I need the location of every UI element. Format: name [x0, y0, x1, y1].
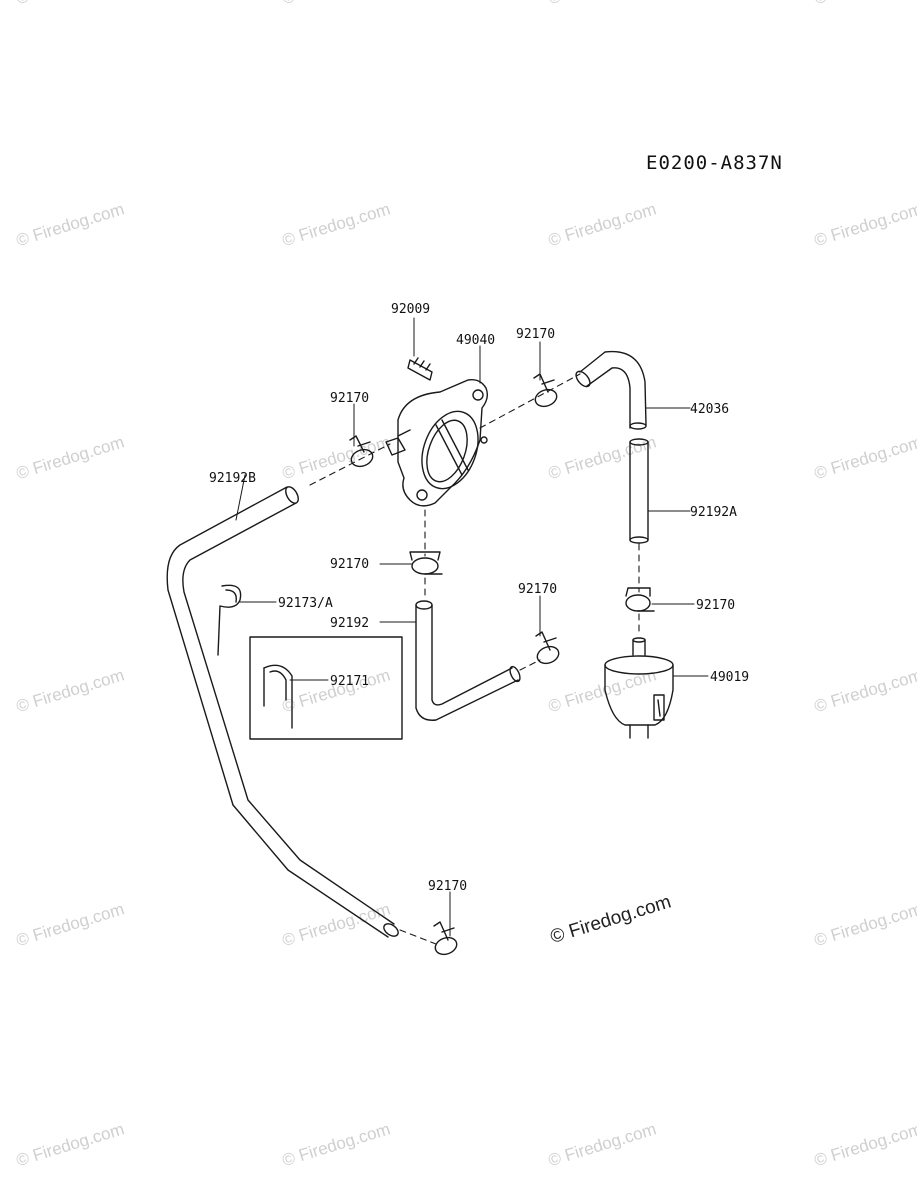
label-clamp-pump-bottom: 92170: [330, 557, 369, 572]
label-clamp-pump-inlet: 92170: [330, 391, 369, 406]
hose-elbow-top: [575, 350, 647, 430]
clamp-pump-inlet: [349, 435, 374, 468]
label-hose-l-short: 92192: [330, 616, 369, 631]
inset-frame: [249, 636, 403, 740]
label-screw: 92009: [391, 302, 430, 317]
hose-l-short: [415, 600, 521, 721]
label-clip-inset: 92171: [330, 674, 369, 689]
diagram-code: E0200-A837N: [646, 152, 783, 174]
label-clamp-l-end: 92170: [518, 582, 557, 597]
label-clip-a: 92173/A: [278, 596, 333, 611]
clip-a: [217, 584, 242, 656]
label-clamp-pump-outlet: 92170: [516, 327, 555, 342]
clamp-pump-outlet: [533, 373, 558, 408]
label-clamp-filter-top: 92170: [696, 598, 735, 613]
hose-long: [166, 486, 399, 938]
clamp-pump-bottom: [409, 551, 443, 575]
fuel-filter: [604, 637, 674, 739]
label-filter: 49019: [710, 670, 749, 685]
clip-inset: [263, 664, 293, 729]
label-pump: 49040: [456, 333, 495, 348]
label-hose-elbow-top: 42036: [690, 402, 729, 417]
label-clamp-long-end: 92170: [428, 879, 467, 894]
clamp-long-end: [433, 921, 458, 956]
clamp-l-end: [535, 631, 560, 665]
fuel-pump: [385, 357, 489, 507]
clamp-filter-top: [625, 587, 655, 612]
label-hose-long: 92192B: [209, 471, 256, 486]
label-hose-straight: 92192A: [690, 505, 737, 520]
hose-straight: [629, 438, 649, 544]
